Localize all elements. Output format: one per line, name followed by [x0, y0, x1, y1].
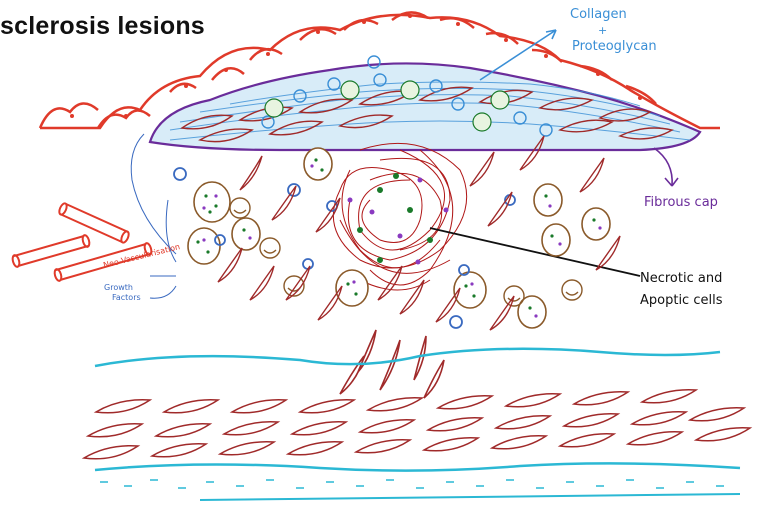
fibrous-cap-arrow: [654, 148, 678, 186]
proteoglycan-label: Proteoglycan: [572, 39, 657, 54]
growth-factors-label-line1: Growth: [104, 283, 133, 292]
collagen-plus-label: +: [598, 24, 607, 37]
collagen-label: Collagen: [570, 7, 627, 22]
adventitia-dashes: [100, 480, 724, 488]
necrotic-label-line2: Apoptic cells: [640, 293, 723, 308]
external-elastic-lamina: [95, 463, 740, 470]
growth-factors-label-line2: Factors: [112, 293, 141, 302]
media-smooth-muscle-layer: [84, 390, 750, 459]
neovascularisation-lines: [131, 134, 176, 298]
neovascular-vessels: [11, 202, 152, 281]
neovascularisation-label: Neo-Vascularisation: [102, 242, 181, 270]
fibrous-cap: [150, 56, 700, 150]
internal-elastic-lamina: [95, 349, 720, 366]
fibrous-cap-label: Fibrous cap: [644, 195, 718, 210]
necrotic-label-line1: Necrotic and: [640, 271, 722, 286]
adventitia-base-line: [200, 494, 740, 500]
